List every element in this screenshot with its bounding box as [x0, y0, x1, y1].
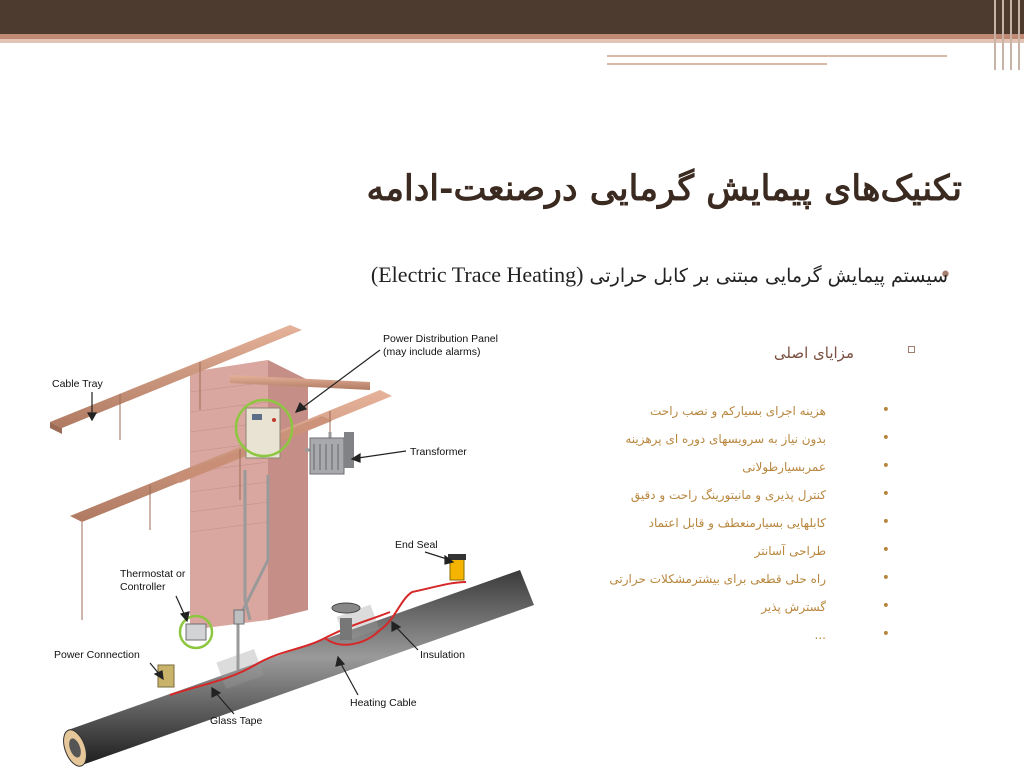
header-vline [1018, 0, 1020, 70]
end-seal [448, 554, 466, 581]
brick-wall [189, 360, 308, 630]
leader-arrows [86, 349, 455, 715]
label-transformer: Transformer [410, 446, 467, 458]
label-thermostat: Thermostat or [120, 568, 186, 580]
main-bullet-en: (Electric Trace Heating) [370, 262, 584, 287]
header-vline [1010, 0, 1012, 70]
list-item: •... [814, 626, 890, 642]
bullet-dot: • [881, 598, 890, 614]
label-cable-tray: Cable Tray [52, 378, 104, 390]
heating-cable [169, 581, 467, 696]
benefits-list: •هزینه اجرای بسیارکم و نصب راحت •بدون نی… [560, 402, 898, 654]
header-vline [1002, 0, 1004, 70]
label-insulation: Insulation [420, 649, 465, 661]
bullet-dot: • [881, 542, 890, 558]
bullet-dot: • [881, 402, 890, 418]
label-power-panel-sub: (may include alarms) [383, 346, 480, 358]
thermostat [178, 614, 214, 650]
header-line [607, 55, 947, 57]
bullet-dot: • [881, 514, 890, 530]
trace-heating-diagram: Cable Tray Power Distribution Panel (may… [50, 325, 534, 767]
list-item: •طراحی آسانتر [754, 542, 890, 558]
label-power-connection: Power Connection [54, 649, 140, 661]
bullet-dot: • [881, 626, 890, 642]
header-vline [994, 0, 996, 70]
list-item: •کابلهایی بسیارمنعطف و قابل اعتماد [648, 514, 890, 530]
bullet-dot: • [881, 570, 890, 586]
list-item: •بدون نیاز به سرویسهای دوره ای پرهزینه [625, 430, 890, 446]
bullet-dot: • [881, 486, 890, 502]
header-bar [0, 0, 1024, 34]
sub-heading: مزایای اصلی [773, 344, 854, 362]
list-item: •راه حلی قطعی برای بیشترمشکلات حرارتی [609, 570, 890, 586]
bullet-dot: • [939, 263, 952, 288]
list-item: •عمربسیارطولانی [742, 458, 890, 474]
transformer [309, 432, 354, 475]
insulated-pipe [63, 570, 534, 767]
label-heating-cable: Heating Cable [350, 697, 417, 709]
list-item: •کنترل پذیری و مانیتورینگ راحت و دقیق [630, 486, 890, 502]
junction-box [233, 609, 245, 625]
bullet-dot: • [881, 430, 890, 446]
label-glass-tape: Glass Tape [210, 715, 262, 727]
header-stripe-light [0, 39, 1024, 43]
power-distribution-panel [234, 398, 294, 459]
bullet-dot: • [881, 458, 890, 474]
header-line [607, 63, 827, 65]
main-bullet-text: سیستم پیمایش گرمایی مبتنی بر کابل حرارتی… [371, 262, 948, 288]
header-stripe [0, 34, 1024, 39]
label-end-seal: End Seal [395, 539, 438, 551]
slide-title: تکنیک‌های پیمایش گرمایی درصنعت-ادامه [366, 168, 962, 209]
valve [331, 602, 361, 640]
list-item: •گسترش پذیر [761, 598, 890, 614]
list-item: •هزینه اجرای بسیارکم و نصب راحت [650, 402, 890, 418]
square-bullet-icon [908, 346, 915, 353]
main-bullet-fa: سیستم پیمایش گرمایی مبتنی بر کابل حرارتی [589, 265, 948, 287]
label-thermostat-sub: Controller [120, 581, 166, 593]
label-power-panel: Power Distribution Panel [383, 333, 498, 345]
